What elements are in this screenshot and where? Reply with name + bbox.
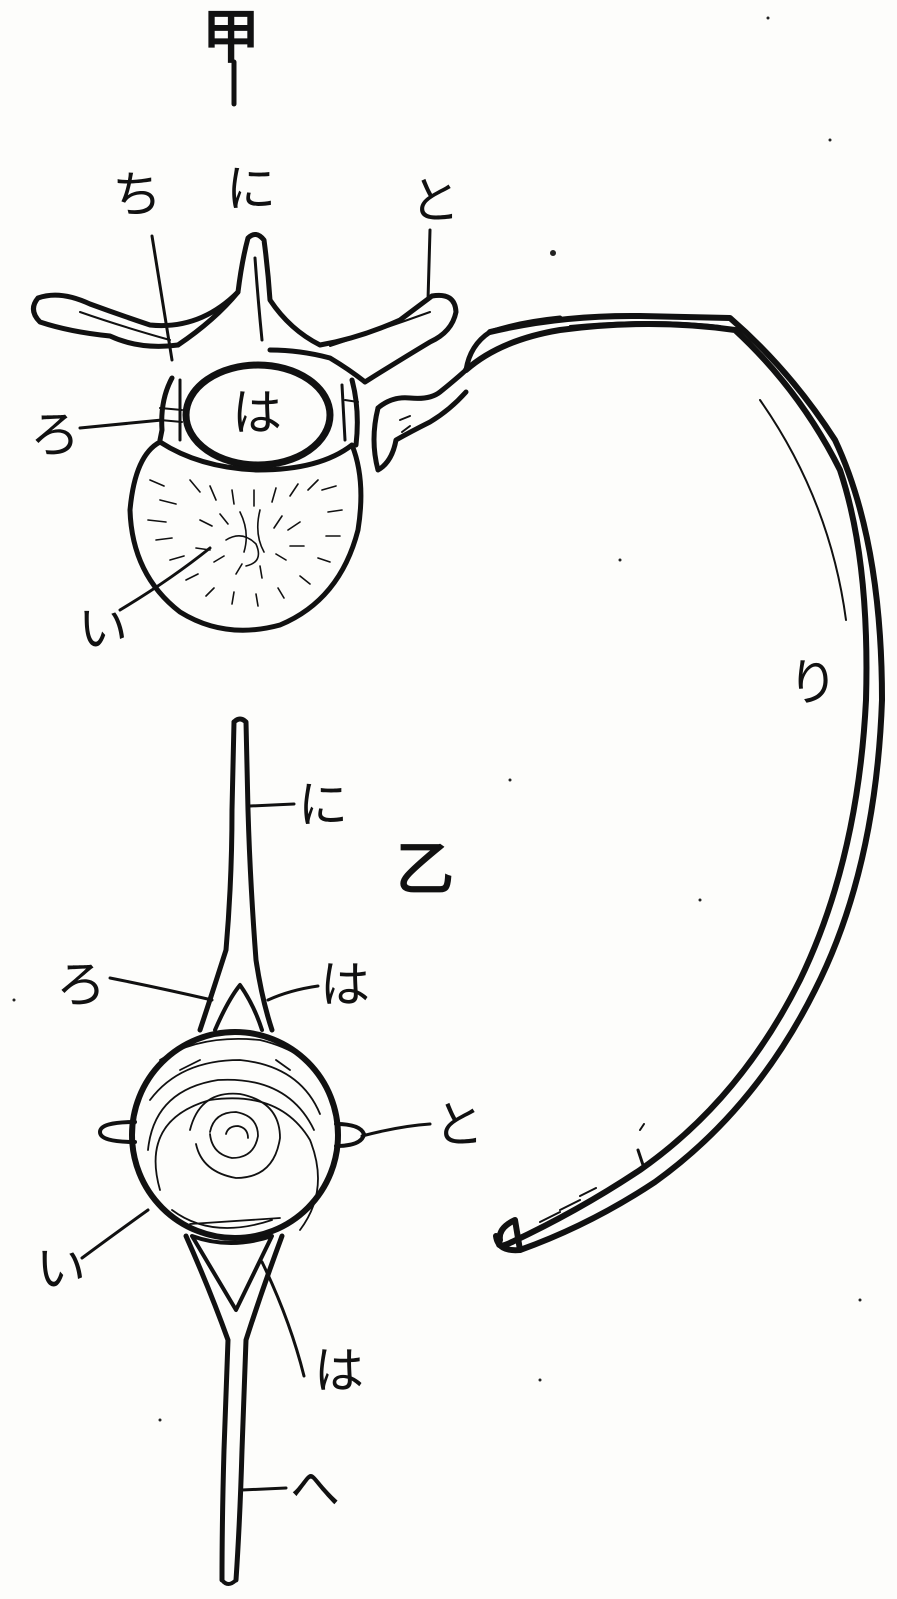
leader-lower-ro [110, 978, 212, 1000]
leader-lower-ni [250, 804, 294, 806]
leader-lower-ha-top [268, 986, 318, 1000]
vertebra-top-view [33, 62, 882, 1250]
vertebra-side-view [82, 719, 430, 1584]
leader-lower-i [82, 1210, 148, 1258]
label-lower-i: い [36, 1244, 86, 1294]
transverse-process-left [33, 292, 238, 346]
label-upper-ni: に [226, 164, 276, 214]
label-upper-i: い [78, 604, 128, 654]
label-lower-he: へ [290, 1464, 340, 1514]
leader-to [428, 230, 430, 300]
label-lower-ro: ろ [56, 960, 106, 1010]
body-texture [148, 480, 342, 606]
label-lower-ni: に [298, 780, 348, 830]
leader-lower-to [362, 1124, 430, 1136]
figure-title-lower: 乙 [396, 840, 454, 898]
label-lower-ha-top: は [320, 960, 370, 1010]
label-lower-to: と [434, 1100, 484, 1150]
rib-ri [466, 324, 866, 1242]
figure-title-upper: 甲 [202, 8, 260, 66]
leader-chi [152, 236, 172, 360]
label-lower-ha-bottom: は [314, 1346, 364, 1396]
label-upper-ha: は [232, 388, 282, 438]
leader-ro [80, 420, 162, 428]
label-upper-chi: ち [112, 170, 162, 220]
label-upper-to: と [410, 176, 460, 226]
centrum-texture [148, 1039, 326, 1230]
label-upper-ro: ろ [30, 410, 80, 460]
label-upper-ri: り [788, 658, 838, 708]
leader-lower-he [242, 1488, 286, 1490]
